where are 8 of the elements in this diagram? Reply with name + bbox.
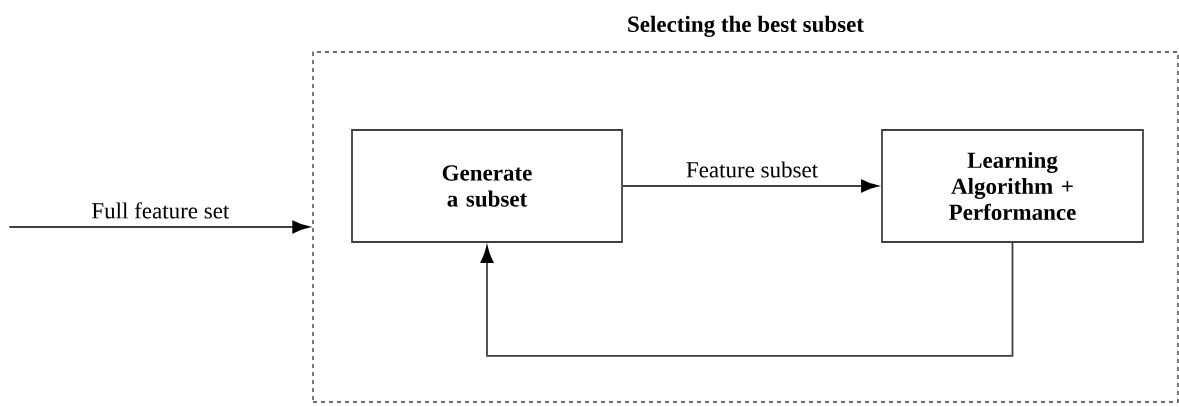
node-label: Selecting the best subset <box>628 15 864 37</box>
arrow <box>480 242 1014 357</box>
edge-label: Feature subset <box>683 159 821 180</box>
edge-label: Full feature set <box>89 200 232 221</box>
process-box: Generate a subset <box>351 129 623 243</box>
arrow <box>622 179 879 193</box>
arrow <box>8 220 310 234</box>
process-box: Learning Algorithm + Performance <box>881 129 1144 243</box>
